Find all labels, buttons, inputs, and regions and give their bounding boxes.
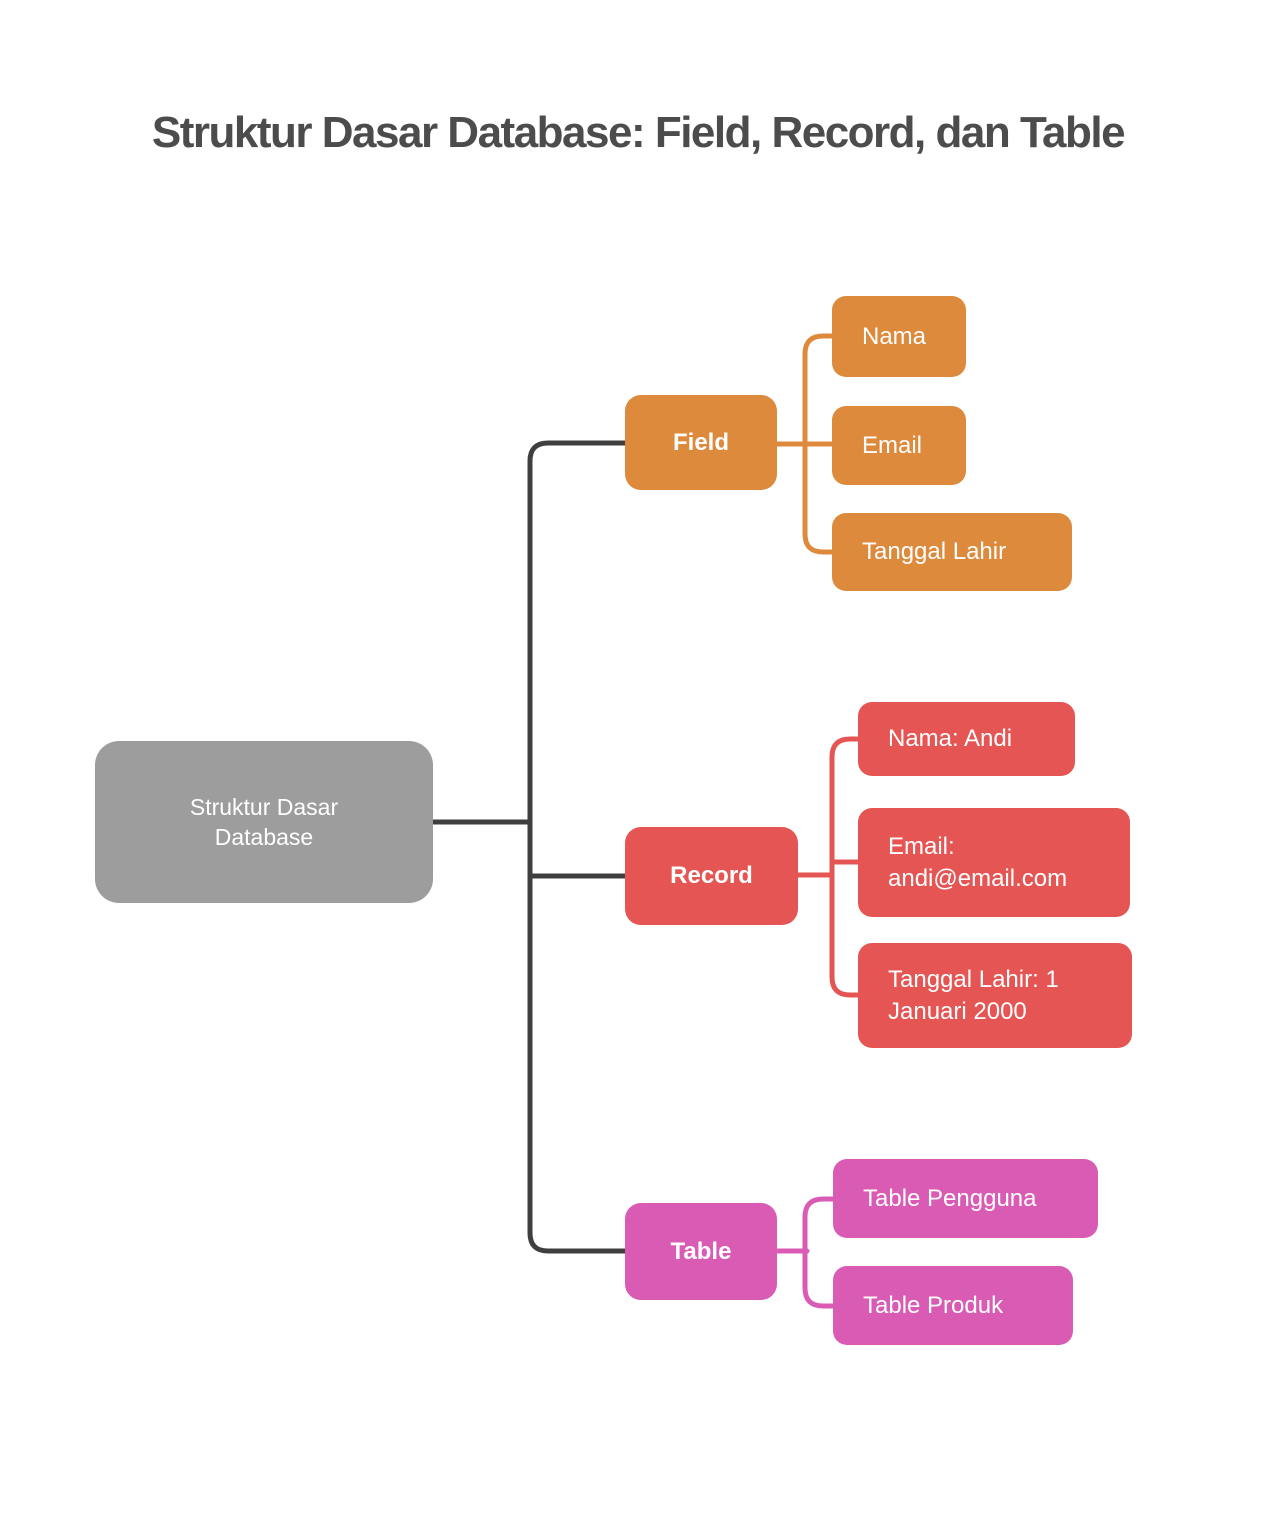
field-child-email-label: Email <box>862 431 923 459</box>
field-child-nama-label: Nama <box>862 322 927 350</box>
field-child-nama: Nama <box>832 296 966 377</box>
table-child-pengguna: Table Pengguna <box>833 1159 1098 1238</box>
field-child-email: Email <box>832 406 966 485</box>
field-node: Field <box>625 395 777 490</box>
record-child-email-label: Email: andi@email.com <box>888 832 1068 892</box>
connector-field-children <box>802 333 836 555</box>
record-node: Record <box>625 827 798 925</box>
table-child-produk: Table Produk <box>833 1266 1073 1345</box>
root-node: Struktur Dasar Database <box>95 741 433 903</box>
record-child-nama: Nama: Andi <box>858 702 1075 776</box>
record-child-tanggal-lahir: Tanggal Lahir: 1 Januari 2000 <box>858 943 1132 1048</box>
table-node-label: Table <box>670 1237 732 1265</box>
field-child-tanggal-lahir: Tanggal Lahir <box>832 513 1072 591</box>
field-child-tanggal-lahir-label: Tanggal Lahir <box>862 538 1007 566</box>
record-child-nama-label: Nama: Andi <box>888 725 1013 753</box>
diagram-title: Struktur Dasar Database: Field, Record, … <box>151 108 1126 157</box>
table-child-pengguna-label: Table Pengguna <box>863 1184 1037 1212</box>
field-node-label: Field <box>672 428 729 456</box>
record-child-tanggal-lahir-label: Tanggal Lahir: 1 Januari 2000 <box>888 965 1059 1025</box>
record-child-email: Email: andi@email.com <box>858 808 1130 917</box>
record-node-label: Record <box>670 862 753 890</box>
root-node-label: Struktur Dasar Database <box>189 793 339 850</box>
connector-table-children <box>802 1196 836 1309</box>
table-node: Table <box>625 1203 777 1300</box>
connector-trunk-vertical <box>527 440 628 1254</box>
connector-record-children <box>829 736 861 998</box>
table-child-produk-label: Table Produk <box>863 1291 1004 1319</box>
